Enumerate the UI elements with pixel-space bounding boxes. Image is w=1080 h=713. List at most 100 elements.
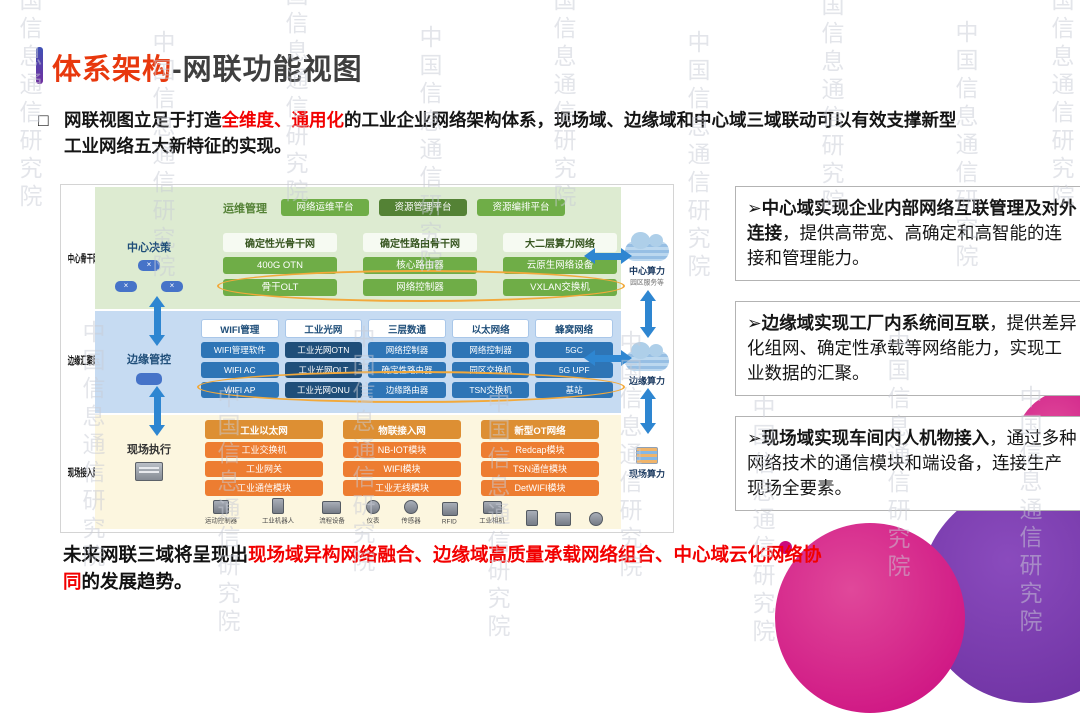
machine-icon (555, 512, 572, 526)
device-item: 工业相机 (476, 501, 508, 526)
rfid-icon (441, 502, 458, 516)
panel-header: WIFI管理 (201, 319, 279, 338)
module-chip: 工业交换机 (205, 442, 323, 458)
network-chip: 工业光网OLT (284, 362, 363, 378)
panel-header: 三层数通 (368, 319, 446, 338)
arrow-center-compute-to-edge-compute (640, 290, 656, 338)
panel-ethernet: 以太网络 网络控制器 园区交换机 TSN交换机 (451, 319, 530, 398)
field-exec-label: 现场执行 (127, 444, 171, 456)
network-chip: 网络控制器 (368, 342, 446, 358)
network-chip: 核心路由器 (363, 257, 477, 274)
network-chip: WIFI AC (201, 362, 279, 378)
field-exec-block: 现场执行 (103, 441, 195, 481)
meter-icon (366, 500, 381, 514)
summary-highlight: 现场域异构网络融合、边缘域高质量承载网络组合、中心域云化网络协同 (63, 544, 822, 592)
module-chip: DetWIFI模块 (481, 480, 599, 496)
industrial-camera-icon (482, 501, 502, 514)
center-backbone-zone: 中心决策 运维管理 网络运维平台 资源管理平台 资源编排平台 确定性光骨干网 4… (95, 187, 621, 309)
edge-compute-label: 边缘算力 (628, 376, 665, 386)
panel-wifi: WIFI管理 WIFI管理软件 WIFI AC WIFI AP (201, 319, 279, 398)
device-item: RFID (440, 502, 459, 526)
note-center-domain: ➢中心域实现企业内部网络互联管理及对外连接，提供高带宽、高确定和高智能的连接和管… (735, 186, 1080, 281)
intro-pre: 网联视图立足于打造 (64, 110, 222, 130)
network-chip: 400G OTN (223, 257, 337, 274)
zone-label-field-access: 现场接入网 (67, 467, 100, 479)
network-chip: 边缘路由器 (368, 382, 446, 398)
industrial-robot-icon (272, 498, 285, 514)
group-routing-backbone: 确定性路由骨干网 核心路由器 网络控制器 (363, 233, 477, 296)
summary-pre: 未来网联三域将呈现出 (63, 544, 249, 565)
panel-l3-datacom: 三层数通 网络控制器 确定性路由器 边缘路由器 (368, 319, 446, 398)
compute-stack-icon (636, 447, 658, 464)
title-accent-bar (36, 47, 43, 84)
group-header: 确定性路由骨干网 (363, 233, 477, 252)
page-title-accent: 体系架构 (52, 54, 173, 86)
watermark-text: 中国信息通信研究院 (16, 0, 42, 212)
panel-iot-access: 物联接入网 NB-IOT模块 WIFI模块 工业无线模块 (343, 420, 461, 496)
center-compute-block: 中心算力 园区服务等 (621, 229, 673, 288)
arrow-bullet-icon: ➢ (747, 313, 762, 333)
module-chip: Redcap模块 (481, 442, 599, 458)
router-cluster-icon (113, 260, 185, 293)
edge-aggregation-zone: 边缘管控 WIFI管理 WIFI管理软件 WIFI AC WIFI AP 工业光… (95, 311, 621, 413)
arrow-center-to-edge (149, 296, 165, 346)
ops-management-row: 运维管理 网络运维平台 资源管理平台 资源编排平台 (223, 199, 565, 216)
device-item: 工业机器人 (258, 498, 298, 526)
field-access-zone: 现场执行 工业以太网 工业交换机 工业网关 工业通信模块 物联接入网 NB-IO… (95, 415, 621, 529)
note-edge-domain: ➢边缘域实现工厂内系统间互联，提供差异化组网、确定性承载等网络能力，实现工业数据… (735, 301, 1080, 396)
arrow-edge-to-field (149, 386, 165, 436)
ops-management-label: 运维管理 (223, 202, 267, 215)
group-optical-backbone: 确定性光骨干网 400G OTN 骨干OLT (223, 233, 337, 296)
intro-paragraph: □网联视图立足于打造全维度、通用化的工业企业网络架构体系，现场域、边缘域和中心域… (38, 107, 964, 159)
device-item: 流程设备 (316, 501, 348, 526)
network-chip: VXLAN交换机 (503, 279, 617, 296)
panel-industrial-ethernet: 工业以太网 工业交换机 工业网关 工业通信模块 (205, 420, 323, 496)
summary-post: 的发展趋势。 (81, 571, 193, 592)
watermark-text: 中国信息通信研究院 (282, 0, 308, 207)
network-chip: 园区交换机 (451, 362, 530, 378)
network-chip: 工业光网ONU (284, 382, 363, 398)
group-header: 大二层算力网络 (503, 233, 617, 252)
module-chip: WIFI模块 (343, 461, 461, 477)
device-item: 运动控制器 (201, 500, 241, 526)
arrow-backbone-to-center-compute (584, 248, 632, 264)
arrow-bullet-icon: ➢ (747, 428, 762, 448)
platform-chip: 资源管理平台 (379, 199, 467, 216)
panel-header: 物联接入网 (343, 420, 461, 439)
group-layer2-compute: 大二层算力网络 云原生网络设备 VXLAN交换机 (503, 233, 617, 296)
edge-compute-block: 边缘算力 (621, 339, 673, 387)
note-field-domain: ➢现场域实现车间内人机物接入，通过多种网络技术的通信模块和端设备，连接生产现场全… (735, 416, 1080, 511)
device-row: 运动控制器 工业机器人 流程设备 仪表 传感器 RFID 工业相机 (201, 498, 603, 526)
module-chip: 工业无线模块 (343, 480, 461, 496)
camera-icon (588, 512, 603, 526)
device-item: 仪表 (365, 500, 381, 526)
network-architecture-diagram: 中心骨干网 边缘汇聚网 现场接入网 中心决策 运维管理 网络运维平台 资源管理平… (60, 184, 674, 533)
panel-header: 蜂窝网络 (535, 319, 613, 338)
device-item (555, 512, 572, 526)
network-chip: WIFI AP (201, 382, 279, 398)
router-icon (115, 281, 137, 292)
module-chip: 工业网关 (205, 461, 323, 477)
page-title: 体系架构-网联功能视图 (52, 46, 363, 88)
summary-text: 未来网联三域将呈现出现场域异构网络融合、边缘域高质量承载网络组合、中心域云化网络… (63, 541, 829, 595)
panel-header: 工业光网 (284, 319, 363, 338)
center-decision-block: 中心决策 (103, 239, 195, 293)
decorative-dot (779, 541, 792, 554)
module-chip: NB-IOT模块 (343, 442, 461, 458)
router-icon (138, 260, 160, 271)
edge-panels: WIFI管理 WIFI管理软件 WIFI AC WIFI AP 工业光网 工业光… (201, 319, 613, 398)
field-compute-label: 现场算力 (628, 469, 665, 479)
arrow-bullet-icon: ➢ (747, 198, 762, 218)
zone-label-center-backbone: 中心骨干网 (67, 253, 100, 265)
panel-header: 以太网络 (451, 319, 530, 338)
intro-post: 的工业企业网络架构体系，现场域、边缘域和中心域三域联动可以有效支撑新型工业网络五… (64, 110, 957, 156)
module-chip: TSN通信模块 (481, 461, 599, 477)
plc-device-icon (135, 462, 163, 481)
robot-arm-icon (525, 510, 538, 526)
cloud-icon (625, 342, 669, 371)
network-chip: WIFI管理软件 (201, 342, 279, 358)
panel-header: 新型OT网络 (481, 420, 599, 439)
group-header: 确定性光骨干网 (223, 233, 337, 252)
arrow-edge-compute-to-field-compute (640, 388, 656, 434)
device-item: 传感器 (399, 500, 423, 526)
